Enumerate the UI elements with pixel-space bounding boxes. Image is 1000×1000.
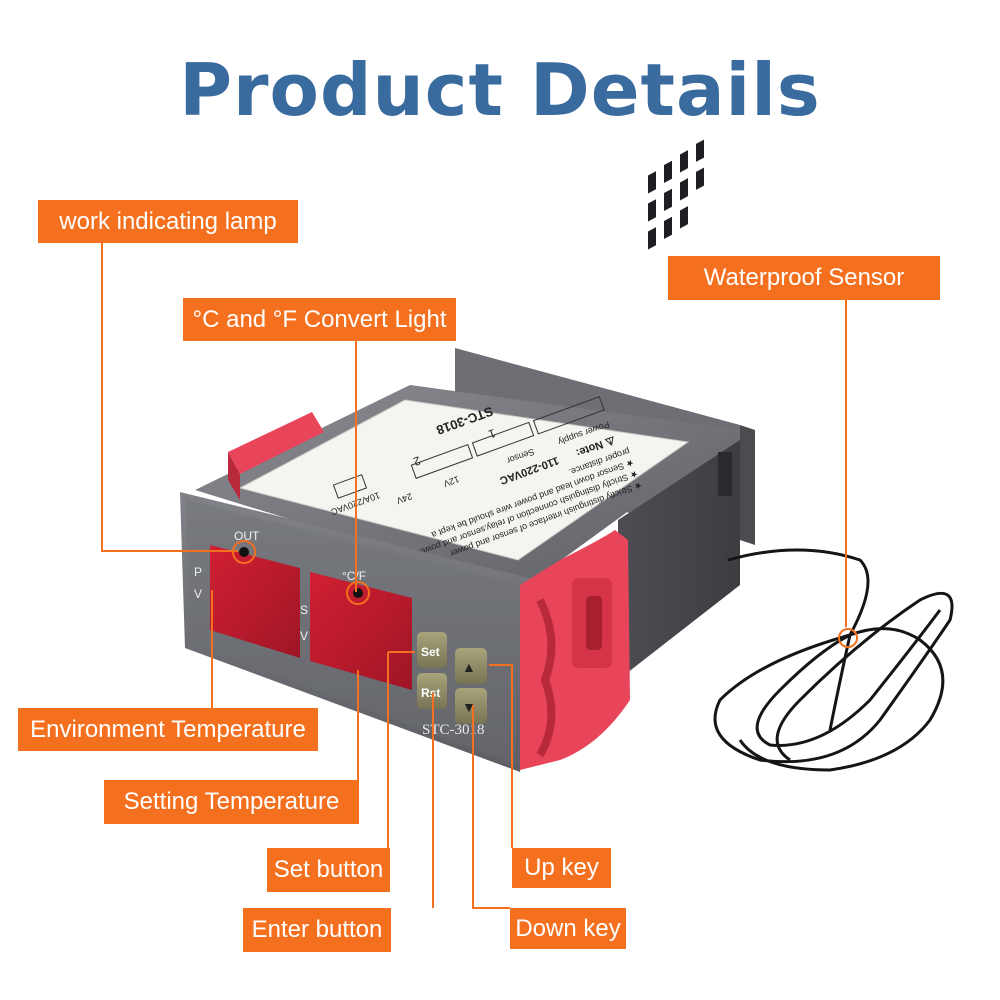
label-cf-convert-light: °C and °F Convert Light [183,298,456,341]
sv-v-label: V [300,629,308,643]
label-work-indicating-lamp: work indicating lamp [38,200,298,243]
right-clip [520,530,630,770]
sv-display [310,572,412,690]
set-button-key[interactable]: Set [417,632,447,668]
rst-key-label: Rst [421,686,440,700]
label-setting-temperature: Setting Temperature [104,780,359,824]
housing-top [195,385,740,590]
sticker-num1: 1 [486,426,497,442]
up-arrow-icon: ▲ [462,659,476,675]
sv-s-label: S [300,603,308,617]
set-key-label: Set [421,645,440,659]
sensor-probe-marker [838,628,858,648]
left-clip [228,412,324,500]
label-environment-temperature: Environment Temperature [18,708,318,751]
out-label: OUT [234,529,260,543]
pv-p-label: P [194,565,202,579]
sensor-cable [713,548,954,772]
front-model-label: STC-3018 [422,722,485,738]
label-up-key: Up key [512,848,611,888]
sticker-num2: 2 [411,453,422,469]
label-waterproof-sensor: Waterproof Sensor [668,256,940,300]
label-down-key: Down key [510,908,626,949]
leader-lines [101,243,847,909]
label-enter-button: Enter button [243,908,391,952]
work-lamp-indicator [239,547,249,557]
up-button-key[interactable]: ▲ [455,648,487,684]
cf-label: °C/F [342,569,366,583]
page-title: Product Details [179,48,821,132]
pv-display [210,545,300,658]
label-set-button: Set button [267,848,390,892]
down-button-key[interactable]: ▼ [455,688,487,724]
housing-side [618,139,740,680]
cf-light-indicator [353,588,363,598]
rst-button-key[interactable]: Rst [417,673,447,709]
pv-v-label: V [194,587,202,601]
